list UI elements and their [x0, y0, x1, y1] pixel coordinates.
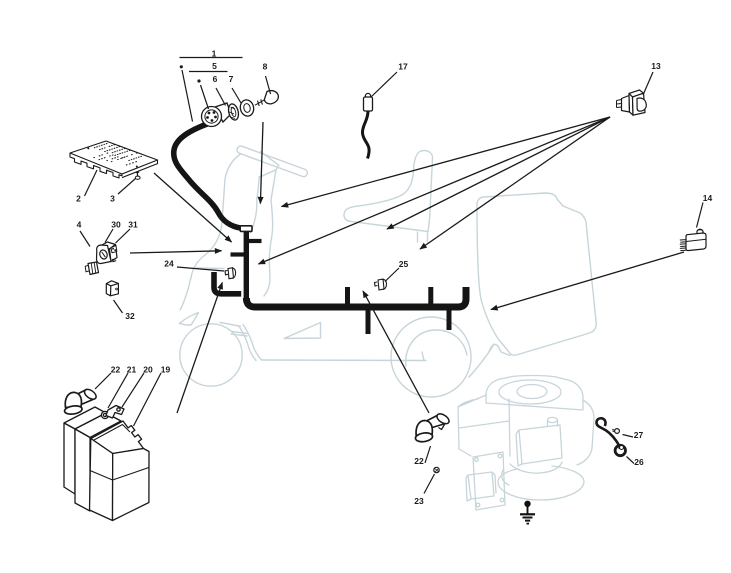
svg-text:23: 23 [414, 496, 424, 506]
svg-text:21: 21 [127, 365, 137, 375]
svg-text:2: 2 [76, 194, 81, 204]
svg-text:32: 32 [125, 311, 135, 321]
svg-text:31: 31 [128, 220, 138, 230]
svg-text:25: 25 [399, 259, 409, 269]
svg-text:6: 6 [213, 74, 218, 84]
svg-text:14: 14 [703, 193, 713, 203]
svg-text:27: 27 [634, 430, 644, 440]
svg-text:22: 22 [414, 456, 424, 466]
svg-text:17: 17 [398, 62, 408, 72]
svg-text:20: 20 [143, 365, 153, 375]
svg-text:8: 8 [263, 62, 268, 72]
svg-text:22: 22 [111, 365, 121, 375]
svg-text:1: 1 [212, 49, 217, 59]
svg-text:5: 5 [212, 61, 217, 71]
svg-text:4: 4 [77, 220, 82, 230]
svg-text:19: 19 [161, 365, 171, 375]
svg-text:26: 26 [634, 457, 644, 467]
svg-text:30: 30 [111, 220, 121, 230]
svg-text:24: 24 [164, 259, 174, 269]
svg-text:7: 7 [229, 74, 234, 84]
svg-text:3: 3 [110, 194, 115, 204]
svg-text:13: 13 [651, 61, 661, 71]
